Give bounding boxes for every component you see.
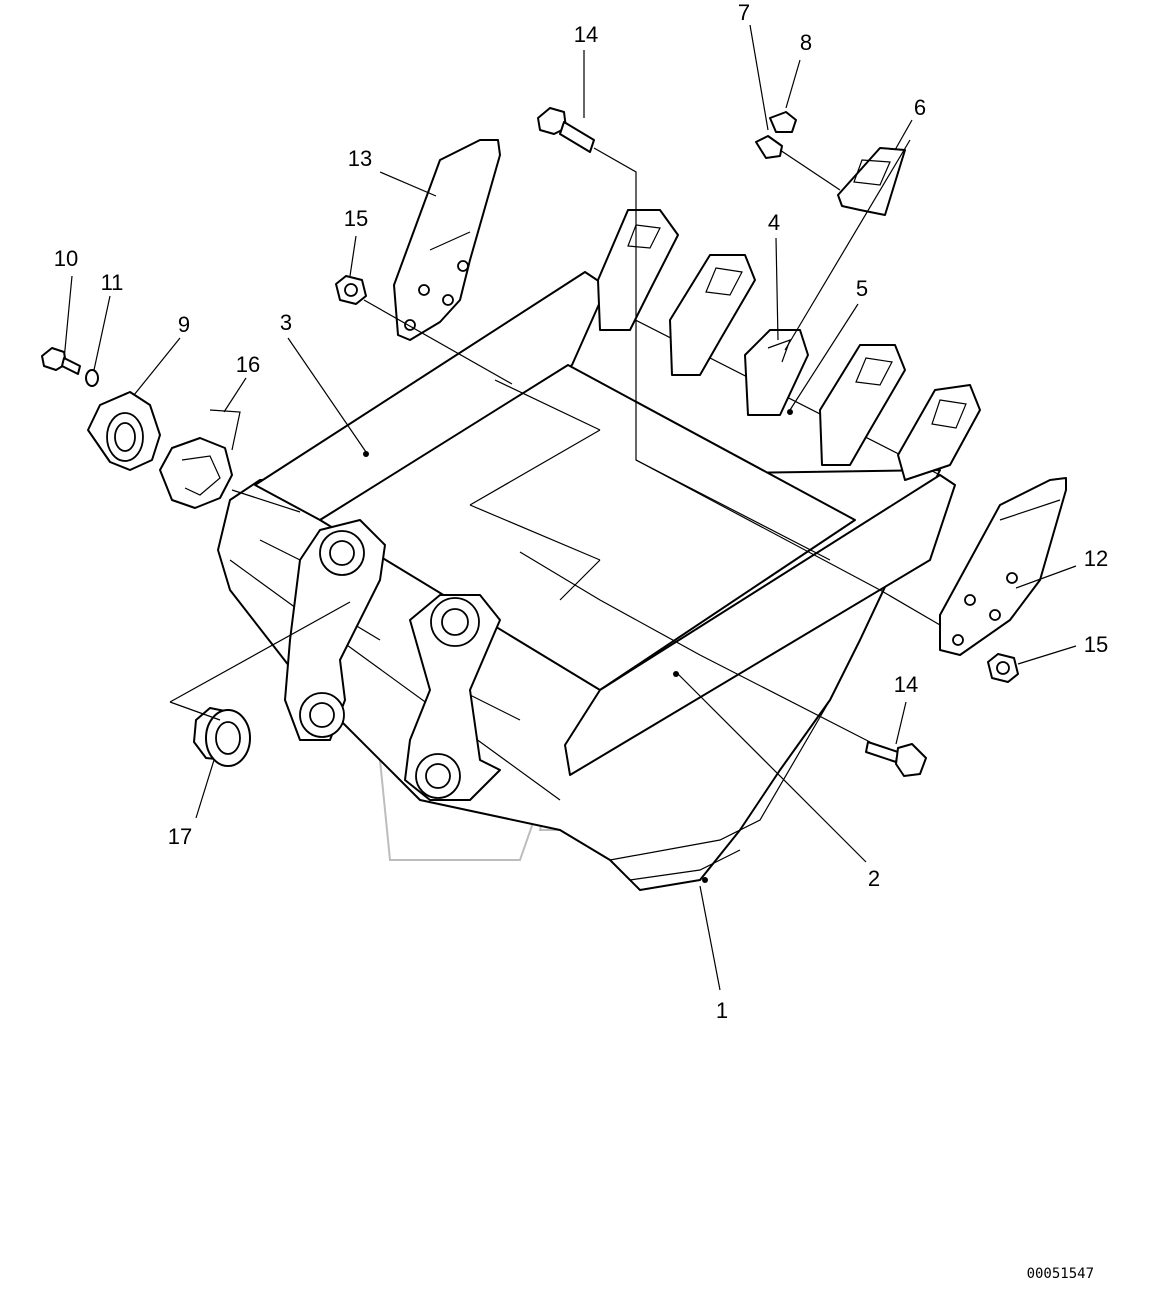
callout-17: 17	[168, 824, 192, 849]
tooth-4	[819, 344, 906, 466]
tooth-part-6	[837, 147, 906, 216]
callout-4: 4	[768, 210, 780, 235]
callout-labels: 1 2 3 4 5 6 7 8 9 10 11 12 13 14 14 15 1…	[54, 0, 1108, 1023]
pin-part-7	[755, 135, 783, 159]
callout-7: 7	[738, 0, 750, 25]
callout-11: 11	[101, 270, 124, 295]
mounting-brackets	[284, 519, 501, 801]
nut-15-left	[335, 275, 367, 305]
callout-5: 5	[856, 276, 868, 301]
bracket-right	[404, 594, 501, 801]
bolt-14-top	[537, 107, 595, 153]
adapter-4	[744, 329, 809, 416]
boss-9	[87, 391, 161, 471]
callout-14-right: 14	[894, 672, 918, 697]
lock-part-8	[769, 111, 797, 133]
bolt-14-right	[865, 741, 927, 777]
callout-2: 2	[868, 866, 880, 891]
teeth-row	[597, 209, 981, 481]
bushing-17	[193, 707, 251, 767]
callout-14-top: 14	[574, 22, 598, 47]
callout-8: 8	[800, 30, 812, 55]
tooth-5	[897, 384, 981, 481]
side-cutter-13	[393, 139, 501, 341]
callout-15-right: 15	[1084, 632, 1108, 657]
callout-1: 1	[716, 998, 728, 1023]
shim-16	[159, 409, 241, 509]
callout-13: 13	[348, 146, 372, 171]
callout-10: 10	[54, 246, 78, 271]
callout-leaders	[63, 24, 1077, 991]
nut-15-right	[987, 653, 1019, 683]
side-cutter-12	[939, 477, 1067, 656]
callout-6: 6	[914, 95, 926, 120]
callout-12: 12	[1084, 546, 1108, 571]
callout-9: 9	[178, 312, 190, 337]
tooth-2	[669, 254, 756, 376]
bolt-10	[41, 347, 81, 375]
assembly-guide-lines	[169, 147, 941, 743]
callout-3: 3	[280, 310, 292, 335]
washer-11	[85, 369, 99, 387]
bucket-body	[217, 271, 956, 891]
document-id: 00051547	[1027, 1266, 1094, 1282]
tooth-1	[597, 209, 679, 331]
callout-16: 16	[236, 352, 260, 377]
bracket-left	[284, 519, 386, 741]
callout-15-left: 15	[344, 206, 368, 231]
